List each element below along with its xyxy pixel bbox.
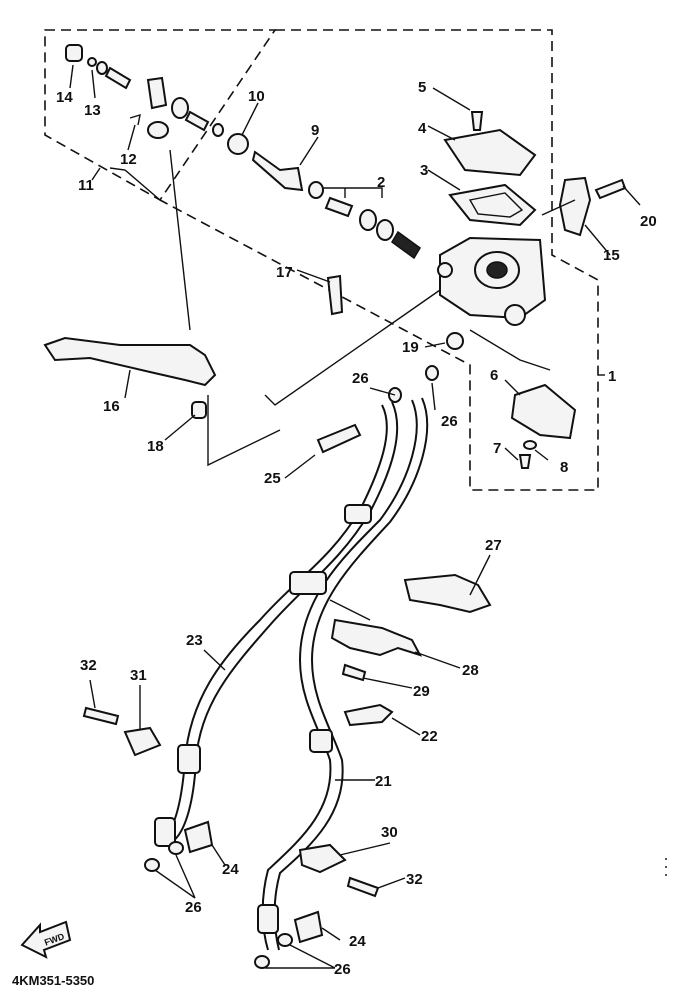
hose-joint-c	[177, 744, 201, 774]
banjo-bolt-24-lower	[293, 910, 324, 944]
callout-26-lower-left: 26	[185, 899, 202, 916]
brake-hose-23-inner	[171, 401, 399, 843]
callout-11: 11	[78, 177, 94, 194]
washer-26-lower-right-b	[277, 933, 293, 947]
hose-guide-22	[343, 703, 394, 727]
washer-26-lower-left-a	[144, 858, 160, 872]
washer-26-upper-b	[425, 365, 439, 381]
washer-26-lower-left-b	[168, 841, 184, 855]
hose-clamp-31	[123, 726, 162, 757]
hose-joint-d	[309, 729, 333, 753]
piston-kit	[308, 181, 421, 260]
hose-end-left	[154, 817, 176, 847]
assembly-line-bracket	[329, 599, 371, 621]
brake-hose-21	[261, 399, 418, 951]
pivot-bolt-9	[251, 150, 304, 192]
diaphragm	[448, 183, 537, 227]
screw-20	[594, 178, 627, 200]
callout-13: 13	[84, 102, 101, 119]
callout-28: 28	[462, 662, 479, 679]
callout-12: 12	[120, 151, 137, 168]
callout-2-bracket	[317, 187, 383, 198]
callout-3: 3	[420, 162, 428, 179]
callout-8: 8	[560, 459, 568, 476]
assembly-1-outline	[159, 29, 599, 491]
banjo-bolt-25	[316, 423, 362, 454]
nut-19	[446, 332, 464, 350]
callout-10: 10	[248, 88, 265, 105]
callout-7: 7	[493, 440, 501, 457]
screw-7	[518, 454, 532, 469]
callout-14: 14	[56, 89, 73, 106]
banjo-bolt-24-upper	[183, 820, 214, 854]
hose-clamp-30	[298, 843, 347, 874]
leader-lines	[69, 64, 641, 969]
callout-25: 25	[264, 470, 281, 487]
callout-26-upper-right: 26	[441, 413, 458, 430]
callout-31: 31	[130, 667, 147, 684]
dust-cap-10	[227, 133, 249, 155]
callout-2: 2	[377, 174, 385, 191]
callout-24-upper: 24	[222, 861, 239, 878]
callout-6: 6	[490, 367, 498, 384]
collar-18	[191, 401, 207, 419]
callout-32-right: 32	[406, 871, 423, 888]
bolt-32-right	[346, 876, 380, 898]
brake-hose-23	[161, 404, 388, 841]
callout-30: 30	[381, 824, 398, 841]
callout-18: 18	[147, 438, 164, 455]
callout-26-lower-right: 26	[334, 961, 351, 978]
callout-24-lower: 24	[349, 933, 366, 950]
hose-joint-b	[289, 571, 327, 595]
lever-adjuster-kit	[65, 44, 249, 155]
callout-1: 1	[608, 368, 616, 385]
callout-4: 4	[418, 120, 427, 137]
bolt-32-left	[82, 706, 120, 726]
callout-20: 20	[640, 213, 657, 230]
callout-21: 21	[375, 773, 392, 790]
callout-32-left: 32	[80, 657, 97, 674]
bracket-27	[403, 573, 492, 614]
bracket-28	[330, 618, 423, 657]
diaphragm-inner	[468, 192, 524, 218]
callout-17: 17	[276, 264, 293, 281]
screw-5	[470, 111, 484, 131]
callout-15: 15	[603, 247, 620, 264]
callout-16: 16	[103, 398, 120, 415]
callout-29: 29	[413, 683, 430, 700]
assembly-line-switch	[541, 199, 576, 216]
reservoir-cap	[443, 128, 537, 177]
assembly-line-lever	[169, 149, 441, 467]
washer-8	[523, 440, 537, 450]
assembly-line-holder	[469, 329, 551, 371]
fwd-arrow-icon: FWD	[20, 920, 72, 959]
brake-lever	[43, 336, 217, 387]
callout-23: 23	[186, 632, 203, 649]
part-number: 4KM351-5350	[12, 973, 94, 988]
master-cylinder-body	[437, 236, 547, 326]
hose-end-right	[257, 904, 279, 934]
hose-joint-a	[344, 504, 372, 524]
bolt-17	[326, 274, 344, 316]
brake-hose-21-inner	[273, 397, 429, 951]
holder-6	[510, 383, 577, 440]
callout-26-upper-left: 26	[352, 370, 369, 387]
callout-27: 27	[485, 537, 502, 554]
callout-22: 22	[421, 728, 438, 745]
brake-switch	[558, 176, 592, 237]
callout-9: 9	[311, 122, 319, 139]
callout-19: 19	[402, 339, 419, 356]
washer-26-lower-right-a	[254, 955, 270, 969]
screw-29	[341, 663, 367, 682]
callout-5: 5	[418, 79, 426, 96]
